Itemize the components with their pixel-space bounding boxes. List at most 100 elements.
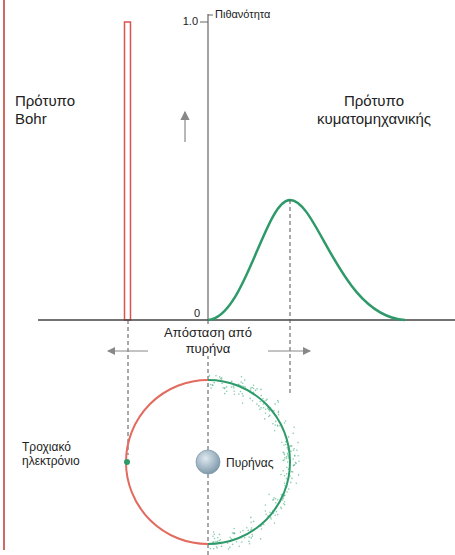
cloud-dot — [264, 401, 266, 403]
cloud-dot — [286, 491, 288, 493]
cloud-dot — [217, 540, 219, 542]
model-label: Πρότυπο κυματομηχανικής — [298, 92, 450, 128]
cloud-dot — [273, 512, 275, 514]
cloud-dot — [284, 504, 286, 506]
cloud-dot — [233, 533, 235, 535]
cloud-dot — [290, 451, 292, 453]
cloud-dot — [232, 532, 234, 534]
cloud-dot — [262, 400, 264, 402]
cloud-dot — [238, 393, 240, 395]
cloud-dot — [295, 463, 297, 465]
cloud-dot — [283, 459, 285, 461]
cloud-dot — [226, 386, 228, 388]
cloud-dot — [265, 504, 267, 506]
cloud-dot — [220, 539, 222, 541]
cloud-dot — [261, 395, 263, 397]
cloud-dot — [284, 501, 286, 503]
cloud-dot — [241, 385, 243, 387]
distance-arrow — [268, 351, 310, 352]
cloud-dot — [283, 496, 285, 498]
cloud-dot — [282, 470, 284, 472]
margin-line — [3, 0, 5, 550]
cloud-dot — [281, 508, 283, 510]
cloud-dot — [265, 409, 267, 411]
cloud-dot — [255, 390, 257, 392]
cloud-dot — [263, 407, 265, 409]
cloud-dot — [263, 403, 265, 405]
cloud-dot — [282, 460, 284, 462]
cloud-dot — [213, 531, 215, 533]
cloud-dot — [229, 536, 231, 538]
cloud-dot — [291, 445, 293, 447]
cloud-dot — [286, 473, 288, 475]
cloud-dot — [274, 403, 276, 405]
cloud-dot — [213, 548, 215, 550]
cloud-dot — [233, 391, 235, 393]
cloud-dot — [242, 530, 244, 532]
cloud-dot — [233, 386, 235, 388]
cloud-dot — [275, 498, 277, 500]
cloud-dot — [286, 478, 288, 480]
cloud-dot — [297, 455, 299, 457]
cloud-dot — [259, 409, 261, 411]
cloud-dot — [294, 455, 296, 457]
cloud-dot — [286, 467, 288, 469]
cloud-dot — [237, 538, 239, 540]
cloud-dot — [284, 494, 286, 496]
x-axis — [38, 319, 455, 321]
cloud-dot — [250, 529, 252, 531]
cloud-dot — [298, 461, 300, 463]
cloud-dot — [264, 418, 266, 420]
cloud-dot — [268, 493, 270, 495]
cloud-dot — [297, 442, 299, 444]
cloud-dot — [295, 462, 297, 464]
cloud-dot — [256, 527, 258, 529]
nucleus — [196, 450, 220, 474]
cloud-dot — [248, 536, 250, 538]
cloud-dot — [293, 448, 295, 450]
cloud-dot — [272, 499, 274, 501]
cloud-dot — [277, 425, 279, 427]
cloud-dot — [242, 402, 244, 404]
cloud-dot — [219, 376, 221, 378]
cloud-dot — [224, 393, 226, 395]
cloud-dot — [284, 485, 286, 487]
cloud-dot — [253, 388, 255, 390]
cloud-dot — [278, 401, 280, 403]
distance-arrow — [108, 351, 148, 352]
cloud-dot — [298, 474, 300, 476]
cloud-dot — [267, 408, 269, 410]
cloud-dot — [233, 387, 235, 389]
cloud-dot — [289, 475, 291, 477]
cloud-dot — [293, 426, 295, 428]
cloud-dot — [267, 515, 269, 517]
cloud-dot — [291, 478, 293, 480]
cloud-dot — [270, 407, 272, 409]
cloud-dot — [269, 511, 271, 513]
y-tick — [200, 22, 208, 23]
cloud-dot — [277, 400, 279, 402]
cloud-dot — [238, 384, 240, 386]
cloud-dot — [273, 497, 275, 499]
cloud-dot — [209, 374, 211, 376]
cloud-dot — [249, 398, 251, 400]
cloud-dot — [241, 387, 243, 389]
cloud-dot — [213, 541, 215, 543]
cloud-dot — [244, 386, 246, 388]
cloud-dot — [279, 425, 281, 427]
cloud-dot — [288, 468, 290, 470]
axis-leader — [208, 15, 213, 16]
cloud-dot — [233, 528, 235, 530]
cloud-dot — [241, 376, 243, 378]
cloud-dot — [284, 457, 286, 459]
cloud-dot — [288, 457, 290, 459]
cloud-dot — [296, 483, 298, 485]
cloud-dot — [277, 424, 279, 426]
cloud-dot — [282, 452, 284, 454]
orbital-electron — [124, 459, 130, 465]
cloud-dot — [221, 546, 223, 548]
cloud-dot — [274, 424, 276, 426]
cloud-dot — [253, 521, 255, 523]
cloud-dot — [214, 538, 216, 540]
cloud-dot — [286, 486, 288, 488]
